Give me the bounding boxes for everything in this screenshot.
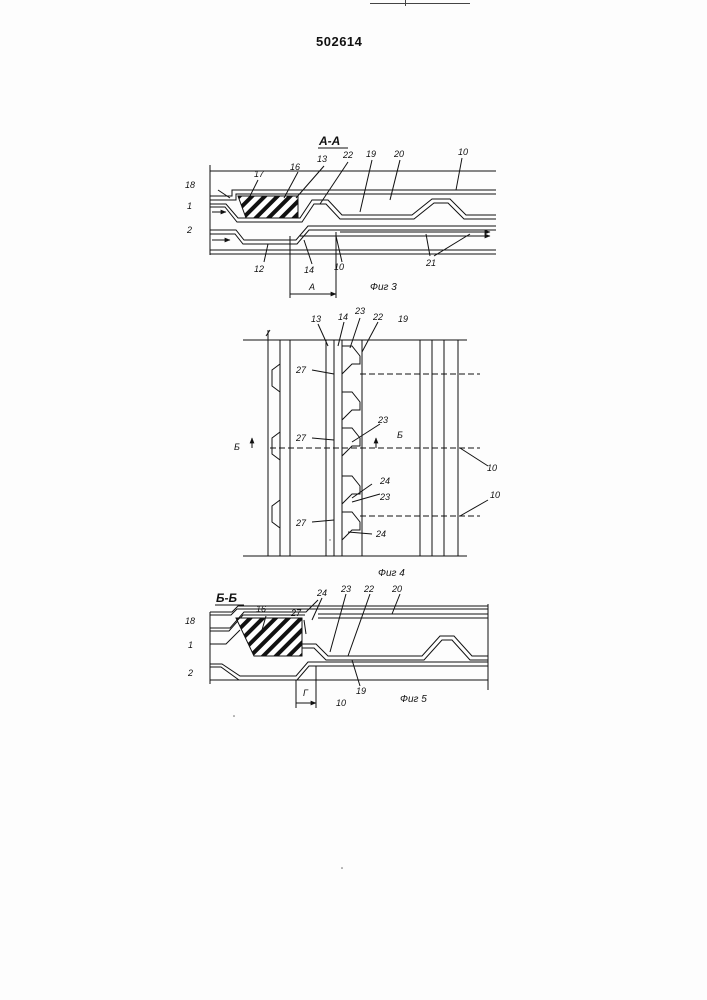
fig3-label: А [308,282,315,292]
fig5-label: 27 [290,608,302,618]
figure-4: Фиг 4 13 14 23 22 19 27 27 23 Б Б 10 24 … [234,306,500,579]
fig5-label: 16 [256,604,266,614]
figure-3: А-А [185,134,496,298]
fig3-label: 18 [185,180,195,190]
fig5-label: 18 [185,616,195,626]
fig5-label: 1 [188,640,193,650]
fig4-label: 22 [372,312,383,322]
fig5-label: 23 [340,584,351,594]
fig4-label: 10 [490,490,500,500]
fig5-label: Г [303,688,309,698]
fig4-label: 24 [375,529,386,539]
fig3-label: 14 [304,265,314,275]
fig5-label: 22 [363,584,374,594]
fig3-label: 16 [290,162,300,172]
fig4-label: 27 [295,518,307,528]
figure-5: Б-Б [185,584,488,708]
fig4-label: Б [234,442,240,452]
fig4-label: 10 [487,463,497,473]
fig3-label: 10 [334,262,344,272]
fig3-caption: Фиг 3 [370,282,397,293]
fig5-label: 10 [336,698,346,708]
fig5-label: 19 [356,686,366,696]
fig3-label: 17 [254,169,265,179]
fig3-label: 1 [187,201,192,211]
fig3-label: 12 [254,264,264,274]
fig3-section-label: А-А [318,134,340,148]
fig4-label: 19 [398,314,408,324]
fig5-label: 2 [187,668,193,678]
fig3-label: 22 [342,150,353,160]
fig3-label: 2 [186,225,192,235]
fig4-label: 23 [377,415,388,425]
left-tabs [272,364,280,528]
fig4-label: 14 [338,312,348,322]
fig4-label: Б [397,430,403,440]
fig3-label: 21 [425,258,436,268]
fig4-label: 23 [379,492,390,502]
fig3-labels: 18 17 16 13 22 19 20 10 1 2 12 14 10 21 … [185,147,468,292]
fig3-label: 19 [366,149,376,159]
fig3-label: 20 [393,149,404,159]
fig3-label: 13 [317,154,327,164]
fig4-caption: Фиг 4 [378,568,405,579]
fig4-label: 13 [311,314,321,324]
fig4-label: 24 [379,476,390,486]
fig3-label: 10 [458,147,468,157]
fig4-label: 27 [295,433,307,443]
fig5-label: 20 [391,584,402,594]
fig4-label: 23 [354,306,365,316]
fig4-label: 27 [295,365,307,375]
fig5-label: 24 [316,588,327,598]
fig5-caption: Фиг 5 [400,694,427,705]
fig5-section-label: Б-Б [216,591,237,605]
